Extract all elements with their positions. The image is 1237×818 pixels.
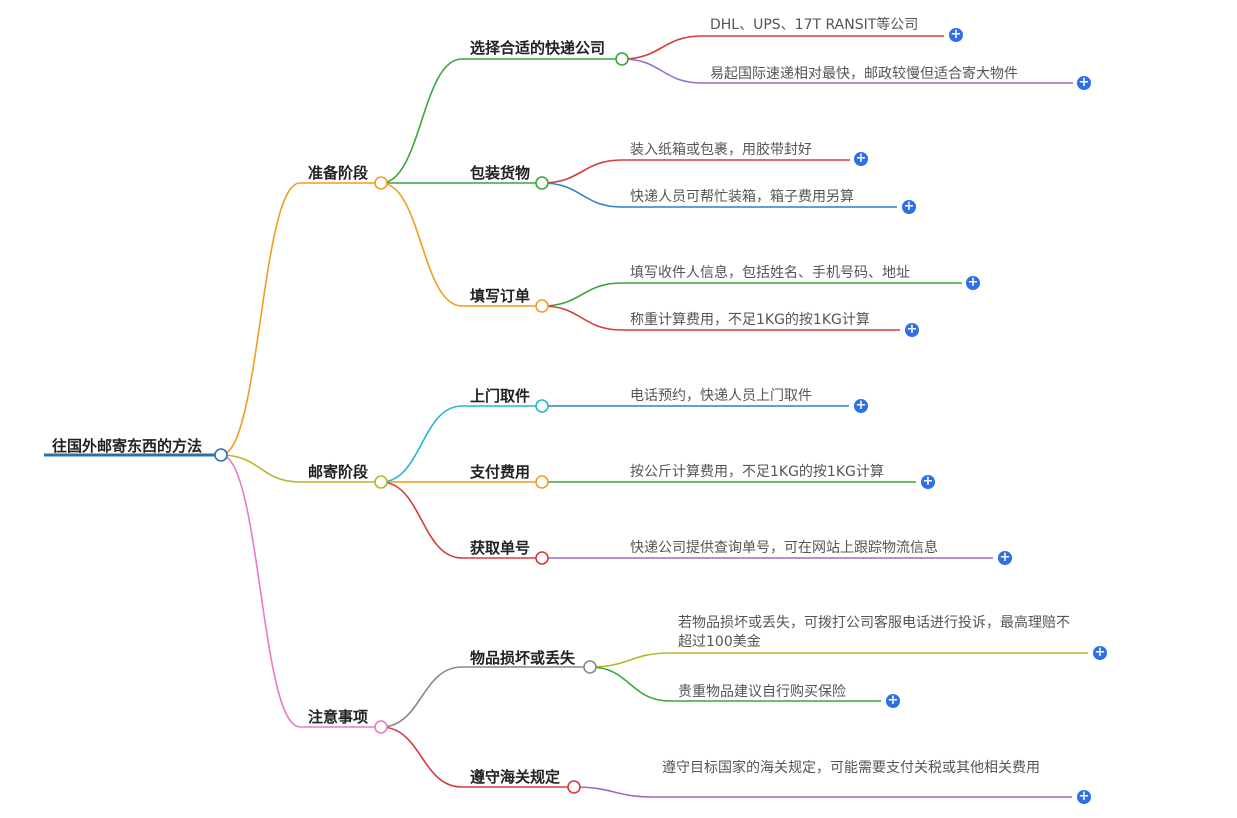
expand-plus-icon[interactable]: + (1093, 645, 1107, 660)
collapse-node-icon[interactable] (535, 475, 549, 489)
expand-plus-icon[interactable]: + (886, 693, 900, 708)
connector-line (573, 786, 655, 798)
collapse-node-icon[interactable] (374, 475, 388, 489)
topic-fill-order[interactable]: 填写订单 (470, 287, 531, 305)
branch-prepare[interactable]: 准备阶段 (308, 164, 369, 182)
topic-damage-loss[interactable]: 物品损坏或丢失 (470, 649, 576, 667)
connector-line (380, 405, 463, 483)
collapse-node-icon[interactable] (374, 176, 388, 190)
connector-root-notes (220, 454, 301, 728)
connector-line (380, 666, 463, 728)
connector-line (380, 182, 463, 307)
collapse-node-icon[interactable] (535, 299, 549, 313)
expand-plus-icon[interactable]: + (1077, 789, 1091, 804)
collapse-node-icon[interactable] (535, 551, 549, 565)
expand-plus-icon[interactable]: + (902, 199, 916, 214)
branch-notes[interactable]: 注意事项 (308, 708, 369, 726)
connector-root-shipping (220, 454, 301, 483)
leaf-text[interactable]: 装入纸箱或包裹，用胶带封好 (630, 142, 812, 158)
collapse-node-icon[interactable] (583, 660, 597, 674)
connector-root-prepare (220, 182, 301, 456)
leaf-text[interactable]: 电话预约，快递人员上门取件 (630, 388, 812, 404)
collapse-node-icon[interactable] (567, 780, 581, 794)
connector-line (589, 652, 671, 668)
connector-line (541, 282, 623, 307)
leaf-text[interactable]: 易起国际速递相对最快，邮政较慢但适合寄大物件 (710, 66, 1018, 82)
leaf-text[interactable]: 快递公司提供查询单号，可在网站上跟踪物流信息 (630, 540, 938, 556)
expand-plus-icon[interactable]: + (998, 550, 1012, 565)
topic-pack-goods[interactable]: 包装货物 (470, 164, 531, 182)
collapse-node-icon[interactable] (615, 52, 629, 66)
root-collapse-icon[interactable] (214, 448, 228, 462)
expand-plus-icon[interactable]: + (854, 398, 868, 413)
connector-line (380, 58, 463, 184)
leaf-text[interactable]: DHL、UPS、17T RANSIT等公司 (710, 17, 919, 33)
expand-plus-icon[interactable]: + (1077, 75, 1091, 90)
connector-line (380, 726, 463, 788)
connector-line (380, 481, 463, 559)
connector-line (589, 666, 671, 702)
leaf-text[interactable]: 快递人员可帮忙装箱，箱子费用另算 (630, 189, 854, 205)
leaf-text[interactable]: 按公斤计算费用，不足1KG的按1KG计算 (630, 464, 884, 480)
topic-pickup[interactable]: 上门取件 (470, 387, 531, 405)
leaf-text[interactable]: 贵重物品建议自行购买保险 (678, 684, 846, 700)
expand-plus-icon[interactable]: + (854, 151, 868, 166)
expand-plus-icon[interactable]: + (966, 275, 980, 290)
connector-line (621, 58, 703, 84)
connector-line (541, 159, 623, 184)
leaf-text[interactable]: 遵守目标国家的海关规定，可能需要支付关税或其他相关费用 (662, 760, 1040, 776)
expand-plus-icon[interactable]: + (921, 474, 935, 489)
connector-line (541, 182, 623, 208)
expand-plus-icon[interactable]: + (905, 322, 919, 337)
topic-pay[interactable]: 支付费用 (470, 463, 531, 481)
expand-plus-icon[interactable]: + (949, 27, 963, 42)
root-topic[interactable]: 往国外邮寄东西的方法 (52, 437, 203, 455)
collapse-node-icon[interactable] (374, 720, 388, 734)
leaf-text[interactable]: 若物品损坏或丢失，可拨打公司客服电话进行投诉，最高理赔不超过100美金 (678, 615, 1070, 650)
leaf-text[interactable]: 称重计算费用，不足1KG的按1KG计算 (630, 312, 870, 328)
connector-line (541, 305, 623, 331)
collapse-node-icon[interactable] (535, 399, 549, 413)
branch-shipping[interactable]: 邮寄阶段 (308, 463, 369, 481)
topic-choose-courier[interactable]: 选择合适的快递公司 (470, 39, 606, 57)
connector-line (621, 35, 703, 60)
topic-customs[interactable]: 遵守海关规定 (470, 768, 561, 786)
topic-tracking-number[interactable]: 获取单号 (470, 539, 531, 557)
collapse-node-icon[interactable] (535, 176, 549, 190)
leaf-text[interactable]: 填写收件人信息，包括姓名、手机号码、地址 (630, 265, 910, 281)
